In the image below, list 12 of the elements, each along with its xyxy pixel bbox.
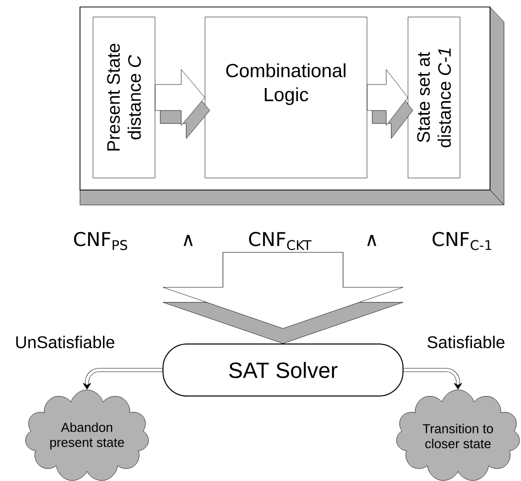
- solver-box: SAT Solver: [162, 344, 404, 396]
- arrow: [367, 69, 413, 139]
- formula-text: CNF$_{PS}$ ∧ CNF$_{CKT}$ ∧ CNF$_{C-1}$: [74, 232, 492, 250]
- arrow: [162, 252, 404, 344]
- logic-box: Combinational Logic: [204, 16, 368, 178]
- arrow: [82, 368, 162, 390]
- arrow: [404, 368, 462, 390]
- arrow: [155, 69, 210, 139]
- edge-label: UnSatisfiable: [14, 334, 116, 350]
- edge-label: Satisfiable: [426, 334, 506, 350]
- result-cloud: Transition to closer state: [396, 390, 520, 481]
- result-cloud: Abandon present state: [25, 390, 149, 481]
